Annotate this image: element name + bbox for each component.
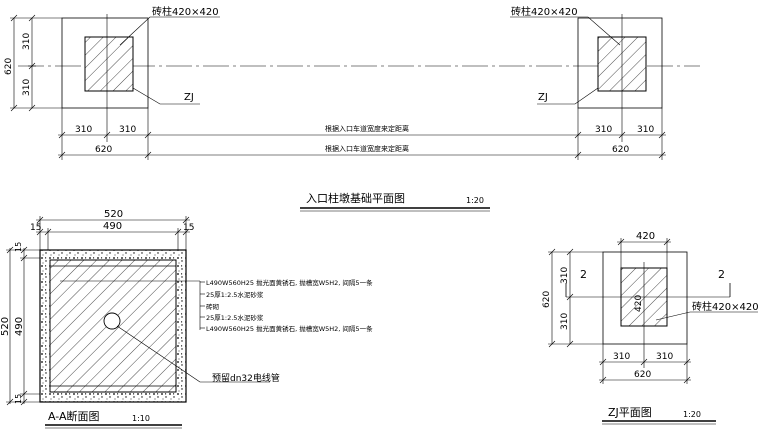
section-a-a: 520 15 490 15 15 520 490 15 bbox=[0, 209, 373, 429]
label-leader-left bbox=[119, 16, 220, 46]
footing-right bbox=[577, 17, 663, 109]
plan-scale: 1:20 bbox=[466, 196, 484, 205]
zj-dim-top-420: 420 bbox=[636, 231, 655, 242]
zj-title: ZJ平面图 bbox=[608, 406, 652, 419]
dim-extensions-horizontal bbox=[61, 108, 663, 160]
layer-label-1: L490W560H25 抛光面黄锈石, 抛槽宽W5H2, 间隔5一条 bbox=[206, 278, 373, 287]
zj-label-leader bbox=[655, 311, 758, 321]
layer-label-5: L490W560H25 抛光面黄锈石, 抛槽宽W5H2, 间隔5一条 bbox=[206, 324, 373, 333]
dim-row1-left-b: 310 bbox=[119, 125, 136, 135]
conduit-pipe bbox=[103, 312, 121, 330]
zj-leader-right bbox=[537, 87, 599, 105]
dim-row1-left-a: 310 bbox=[75, 125, 92, 135]
zj-dim-bottom-620: 620 bbox=[634, 370, 651, 380]
zj-dim-inner-420: 420 bbox=[634, 295, 644, 312]
dim-row2-ticks bbox=[58, 151, 666, 159]
dim-310-bottom: 310 bbox=[22, 79, 32, 96]
layer-label-3: 砖砌 bbox=[206, 302, 220, 311]
zj-dim-left-ticks bbox=[548, 248, 603, 348]
zj-dim-top-ticks bbox=[617, 238, 671, 246]
dim-row1-ticks bbox=[58, 131, 666, 139]
zj-footing bbox=[602, 251, 688, 345]
dim-row1-right-a: 310 bbox=[595, 125, 612, 135]
zj-label-left: ZJ bbox=[184, 92, 194, 103]
pipe-leader bbox=[116, 325, 270, 383]
sec-dim-left-15-top: 15 bbox=[14, 242, 23, 252]
section-outline bbox=[39, 249, 187, 403]
column-label-right: 砖柱420×420 bbox=[511, 5, 578, 18]
sec-dim-left-490: 490 bbox=[14, 317, 25, 336]
dim-row1-right-b: 310 bbox=[637, 125, 654, 135]
column-left bbox=[84, 36, 134, 92]
zj-dim-bottom-310-b: 310 bbox=[656, 352, 673, 362]
zj-dim-bottom-ticks bbox=[599, 358, 691, 384]
dim-row2-right: 620 bbox=[612, 145, 629, 155]
zj-dim-left-620: 620 bbox=[542, 291, 552, 308]
zj-column-label: 砖柱420×420 bbox=[692, 300, 759, 313]
layer-leaders bbox=[60, 280, 205, 330]
zj-plan: 420 420 2 2 620 310 310 bbox=[542, 231, 759, 425]
sec-dim-top-ticks bbox=[36, 216, 190, 250]
layer-label-4: 25厚1:2.5水泥砂浆 bbox=[206, 313, 264, 322]
zj-cut-right: 2 bbox=[718, 268, 725, 281]
foundation-plan: 砖柱420×420 砖柱420×420 ZJ ZJ 310 310 620 bbox=[4, 5, 700, 212]
dim-ticks-vertical bbox=[10, 14, 36, 112]
sec-dim-left-15-bottom: 15 bbox=[14, 394, 23, 404]
zj-dim-bottom-310-a: 310 bbox=[613, 352, 630, 362]
zj-dim-left-310-b: 310 bbox=[560, 313, 570, 330]
dim-row2-left: 620 bbox=[95, 145, 112, 155]
zj-cut-left: 2 bbox=[580, 268, 587, 281]
sec-dim-top-520: 520 bbox=[104, 209, 123, 220]
zj-leader-left bbox=[132, 87, 200, 105]
section-scale: 1:10 bbox=[132, 414, 150, 423]
dim-620-vertical: 620 bbox=[4, 58, 14, 75]
dim-row2-middle: 根据入口车道宽度来定距离 bbox=[325, 144, 409, 153]
label-leader-right bbox=[510, 16, 621, 46]
column-label-left: 砖柱420×420 bbox=[152, 5, 219, 18]
layer-label-2: 25厚1:2.5水泥砂浆 bbox=[206, 290, 264, 299]
zj-dim-left-310-a: 310 bbox=[560, 267, 570, 284]
sec-dim-top-490: 490 bbox=[103, 221, 122, 232]
sec-dim-left-520: 520 bbox=[0, 317, 11, 336]
sec-dim-top-15-left: 15 bbox=[30, 223, 41, 233]
dim-row1-middle: 根据入口车道宽度来定距离 bbox=[325, 124, 409, 133]
dim-310-top: 310 bbox=[22, 33, 32, 50]
plan-title: 入口柱墩基础平面图 bbox=[306, 191, 405, 205]
zj-label-right: ZJ bbox=[538, 92, 548, 103]
pipe-label: 预留dn32电线管 bbox=[212, 372, 280, 384]
zj-scale: 1:20 bbox=[683, 410, 701, 419]
footing-left bbox=[61, 17, 149, 109]
sec-dim-top-15-right: 15 bbox=[183, 223, 194, 233]
section-title: A-A断面图 bbox=[48, 409, 100, 423]
